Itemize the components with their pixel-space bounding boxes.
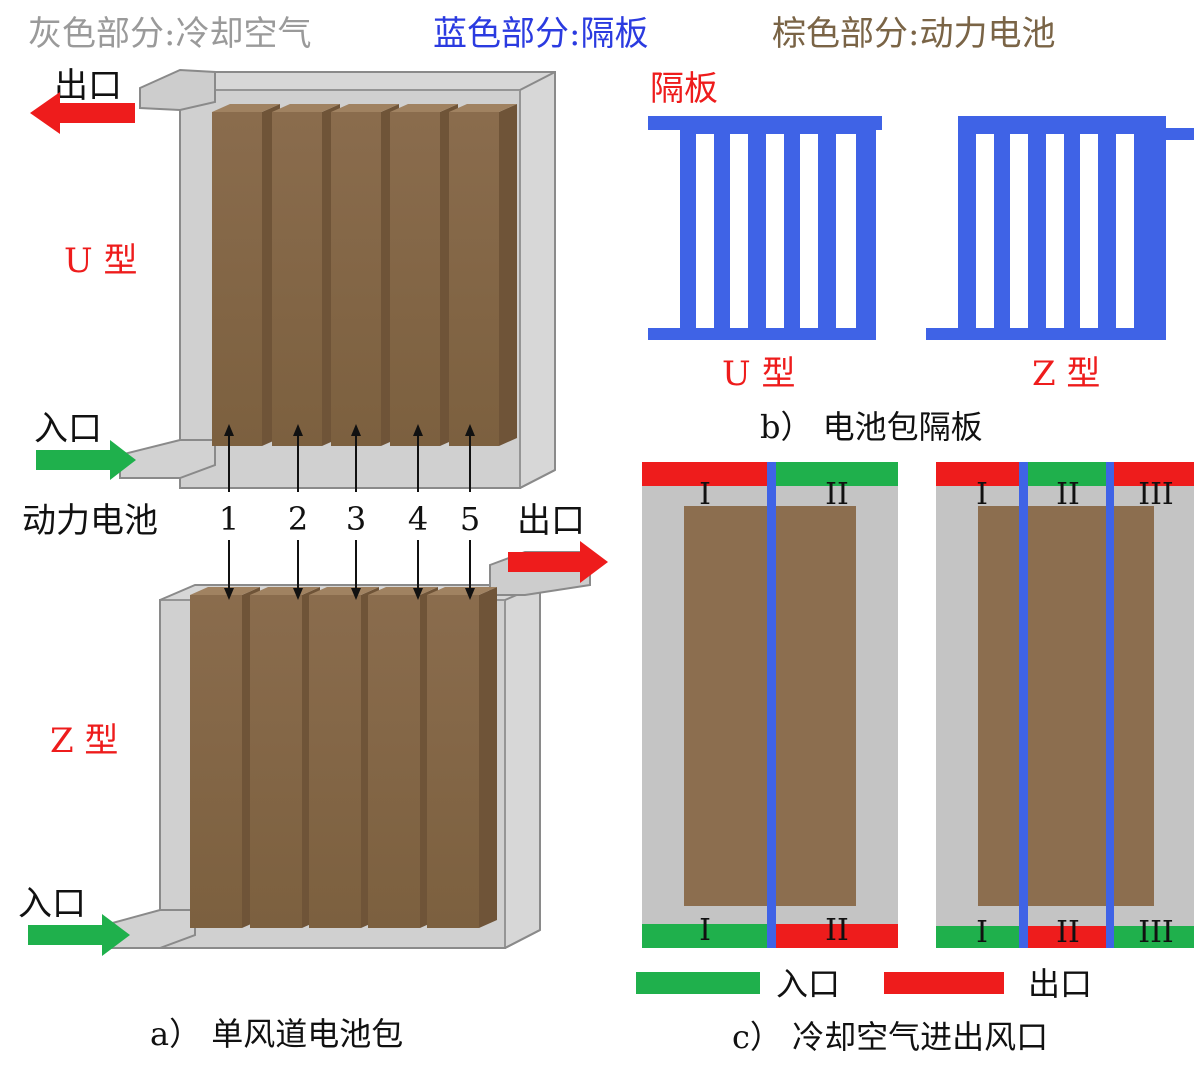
z-cell-5 (427, 587, 497, 928)
u-inlet-arrow (36, 440, 136, 480)
cell-number-4: 4 (408, 424, 428, 600)
z-partition: Z 型 (926, 116, 1194, 394)
battery-label: 动力电池 (22, 501, 158, 541)
cell-number-3: 3 (346, 424, 366, 600)
right-top-port-1-label: I (976, 477, 988, 512)
z-type-label: Z 型 (50, 721, 118, 761)
u-type-label: U 型 (64, 241, 137, 281)
u-inlet-duct (119, 439, 216, 479)
z-outlet-label: 出口 (517, 501, 585, 541)
z-battery-cells (190, 587, 497, 928)
left-top-port-1 (642, 462, 768, 486)
u-outlet-label: 出口 (54, 66, 122, 106)
u-partition: U 型 (648, 116, 882, 394)
left-bottom-port-1 (642, 924, 768, 948)
panel-c-legend: 入口 出口 (636, 965, 1092, 1003)
right-top-port-2 (1028, 462, 1106, 486)
right-bottom-port-2 (1028, 926, 1106, 948)
u-partition-shape (648, 116, 882, 340)
cell-number-2: 2 (288, 424, 308, 600)
panel-c-left: I II I II (642, 462, 898, 948)
cell-number-label: 2 (288, 500, 308, 538)
u-cell-2 (272, 104, 340, 446)
caption-c: c） 冷却空气进出风口 (732, 1018, 1048, 1056)
z-partition-label: Z 型 (1032, 354, 1100, 394)
cell-number-label: 4 (408, 500, 428, 538)
left-bottom-port-2 (776, 924, 898, 948)
z-cell-1 (190, 587, 260, 928)
u-battery-cells (212, 104, 517, 446)
cell-number-label: 5 (460, 500, 480, 538)
u-cell-5 (449, 104, 517, 446)
u-cell-3 (331, 104, 399, 446)
right-bottom-port-3-label: III (1138, 915, 1174, 950)
legend-blue-text: 蓝色部分:隔板 (433, 14, 648, 54)
legend-outlet-label: 出口 (1028, 965, 1092, 1003)
u-cell-1 (212, 104, 280, 446)
partition-title: 隔板 (650, 69, 718, 109)
panel-b: 隔板 U 型 Z 型 b） 电池包隔板 (648, 69, 1194, 446)
caption-b: b） 电池包隔板 (760, 408, 983, 446)
legend-brown-text: 棕色部分:动力电池 (772, 14, 1055, 54)
legend-gray-text: 灰色部分:冷却空气 (28, 14, 311, 54)
top-legend: 灰色部分:冷却空气 蓝色部分:隔板 棕色部分:动力电池 (28, 14, 1055, 54)
legend-inlet-label: 入口 (776, 965, 840, 1003)
cell-number-label: 3 (346, 500, 366, 538)
right-partition-2 (1106, 462, 1114, 948)
right-bottom-port-1-label: I (976, 915, 988, 950)
left-bottom-port-1-label: I (699, 913, 711, 948)
right-top-port-2-label: II (1056, 477, 1080, 512)
cell-number-1: 1 (219, 424, 239, 600)
panel-c-right: I II III I II III (936, 462, 1194, 950)
z-outlet-arrow (508, 541, 608, 583)
caption-a: a） 单风道电池包 (150, 1015, 403, 1053)
u-outlet-duct (139, 68, 216, 112)
legend-inlet-swatch (636, 972, 760, 994)
u-partition-label: U 型 (722, 354, 795, 394)
u-inlet-label: 入口 (34, 409, 102, 449)
z-type-pack: Z 型 出口 入口 (18, 501, 608, 956)
right-top-port-1 (936, 462, 1020, 486)
legend-outlet-swatch (884, 972, 1004, 994)
left-bottom-port-2-label: II (825, 913, 849, 948)
right-top-port-3 (1114, 462, 1194, 486)
cell-number-5: 5 (460, 424, 480, 600)
z-inlet-arrow (28, 914, 130, 956)
right-partition-1 (1019, 462, 1028, 948)
u-cell-4 (390, 104, 458, 446)
u-outlet-arrow (30, 92, 135, 134)
left-top-port-2-label: II (825, 477, 849, 512)
right-battery (978, 506, 1154, 906)
left-partition (767, 462, 776, 948)
z-inlet-label: 入口 (18, 884, 86, 924)
right-bottom-port-1 (936, 926, 1020, 948)
left-top-port-2 (776, 462, 898, 486)
z-partition-shape (926, 116, 1194, 340)
cell-number-label: 1 (219, 500, 239, 538)
right-bottom-port-2-label: II (1056, 915, 1080, 950)
u-type-pack: U 型 出口 入口 (30, 66, 556, 489)
right-bottom-port-3 (1114, 926, 1194, 948)
left-top-port-1-label: I (699, 477, 711, 512)
right-top-port-3-label: III (1138, 477, 1174, 512)
